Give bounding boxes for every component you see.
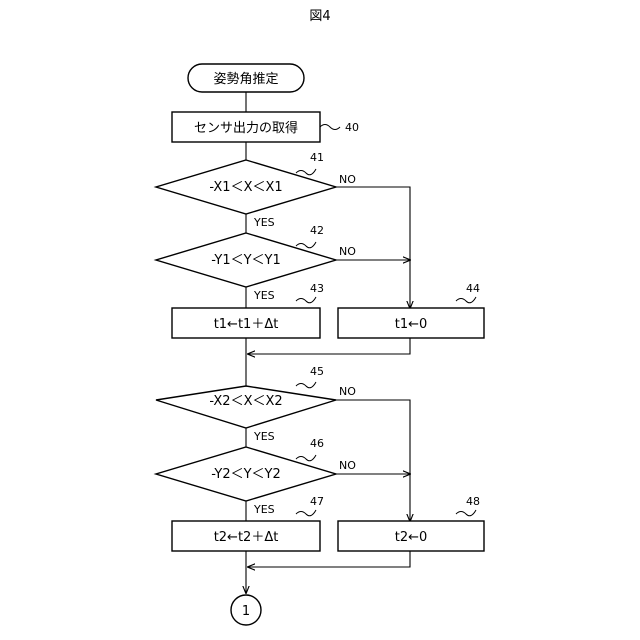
- no-label-46: NO: [339, 459, 356, 472]
- yes-label-42: YES: [253, 289, 275, 302]
- no-label-45: NO: [339, 385, 356, 398]
- merge-line-44: [248, 338, 410, 354]
- decision-label-41: -X1＜X＜X1: [209, 180, 282, 195]
- decision-label-42: -Y1＜Y＜Y1: [211, 253, 281, 268]
- reference-number-48: 48: [466, 495, 480, 508]
- decision-label-46: -Y2＜Y＜Y2: [211, 467, 281, 482]
- reference-number-42: 42: [310, 224, 324, 237]
- yes-label-41: YES: [253, 216, 275, 229]
- merge-line-48: [248, 551, 410, 567]
- no-label-41: NO: [339, 173, 356, 186]
- connector-label: 1: [242, 604, 250, 619]
- process-label-47: t2←t2＋Δt: [214, 530, 279, 545]
- reference-leader-46: [296, 455, 316, 461]
- process-label-44: t1←0: [395, 317, 428, 332]
- reference-number-40: 40: [345, 121, 359, 134]
- reference-number-43: 43: [310, 282, 324, 295]
- yes-label-46: YES: [253, 503, 275, 516]
- reference-number-44: 44: [466, 282, 480, 295]
- reference-leader-43: [296, 297, 316, 303]
- process-label-43: t1←t1＋Δt: [214, 317, 279, 332]
- yes-label-45: YES: [253, 430, 275, 443]
- no-label-42: NO: [339, 245, 356, 258]
- reference-leader-41: [296, 169, 316, 175]
- decision-label-45: -X2＜X＜X2: [209, 394, 282, 409]
- reference-number-47: 47: [310, 495, 324, 508]
- reference-number-45: 45: [310, 365, 324, 378]
- reference-leader-42: [296, 242, 316, 248]
- figure-title: 図4: [309, 9, 330, 24]
- process-label-48: t2←0: [395, 530, 428, 545]
- reference-leader-45: [296, 382, 316, 388]
- reference-leader-40: [320, 125, 340, 130]
- reference-leader-44: [456, 297, 476, 303]
- reference-number-46: 46: [310, 437, 324, 450]
- process-label-40: センサ出力の取得: [194, 120, 298, 136]
- reference-leader-48: [456, 510, 476, 516]
- reference-leader-47: [296, 510, 316, 516]
- reference-number-41: 41: [310, 151, 324, 164]
- start-label: 姿勢角推定: [213, 71, 278, 87]
